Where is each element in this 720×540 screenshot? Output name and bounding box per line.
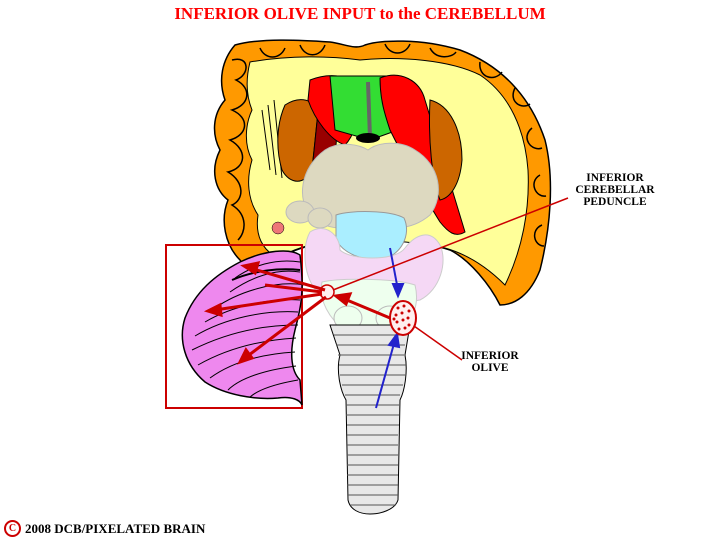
cerebellar-boundary [231,268,301,281]
fornix [356,133,380,143]
putamen-right [428,99,463,201]
copyright-notice: C 2008 DCB/PIXELATED BRAIN [4,520,205,537]
inferior-olive-label: INFERIOR OLIVE [461,350,519,374]
copyright-text: 2008 DCB/PIXELATED BRAIN [25,520,206,536]
amygdala-dot [271,221,285,235]
cerebellum-highlight-box [165,244,303,409]
copyright-icon: C [4,520,21,537]
page-title: INFERIOR OLIVE INPUT to the CEREBELLUM [174,4,546,23]
inferior-cerebellar-peduncle [319,284,335,300]
spinal-cord [329,324,411,515]
thalamic-nucleus [307,207,333,229]
putamen-left [277,99,319,182]
midbrain [335,211,408,260]
midline [366,81,372,139]
inferior-olive-dots [392,304,411,331]
cortex-gyri-top [259,43,547,247]
olivocerebellar-fibers [203,261,391,365]
icp-leader-line [332,197,569,291]
inferior-cerebellar-peduncle-label: INFERIOR CEREBELLAR PEDUNCLE [575,172,655,208]
spinal-cord-lines [334,334,406,506]
ascending-pathway-arrows [375,247,405,409]
io-leader-line [413,325,463,361]
cerebellum [181,250,303,406]
cortex-gyri [225,58,248,241]
